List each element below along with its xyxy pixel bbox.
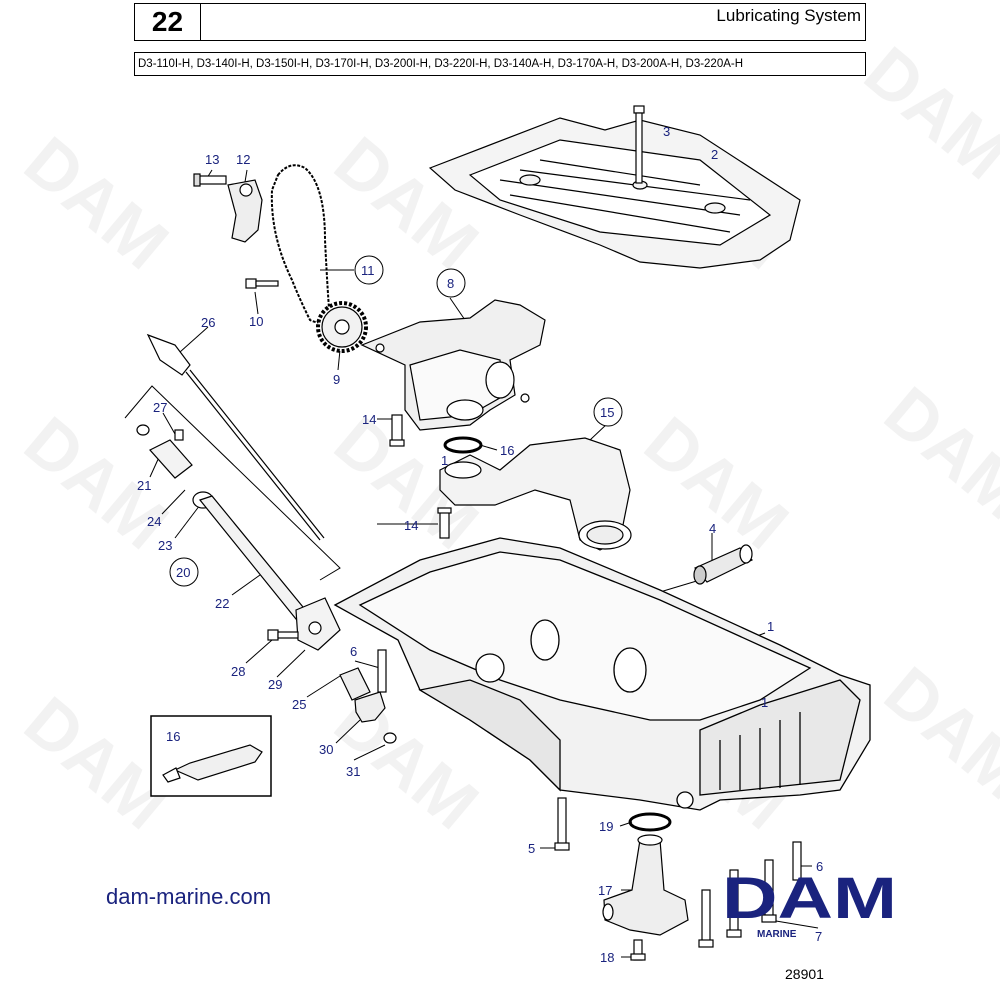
oil-level-sensor — [602, 834, 689, 936]
dam-marine-logo: DAM MARINE — [722, 866, 897, 940]
callout-label: 14 — [404, 518, 418, 533]
callout-label: 1 — [767, 619, 774, 634]
logo-subtext: MARINE — [757, 929, 797, 940]
stud — [377, 649, 387, 693]
bolt — [630, 939, 646, 961]
bolt — [437, 507, 452, 539]
callout-label: 13 — [205, 152, 219, 167]
callout-label: 5 — [528, 841, 535, 856]
o-ring — [628, 812, 672, 832]
oil-pump-sprocket — [316, 301, 368, 353]
drain-plug-parts — [339, 667, 397, 744]
callout-label: 23 — [158, 538, 172, 553]
bolt — [633, 105, 645, 184]
drive-chain — [270, 164, 332, 324]
oil-filter — [693, 544, 754, 585]
callout-label: 14 — [362, 412, 376, 427]
callout-label: 30 — [319, 742, 333, 757]
callout-label: 8 — [447, 276, 454, 291]
callout-label: 1 — [761, 695, 768, 710]
callout-label: 24 — [147, 514, 161, 529]
watermark-text: DAM — [10, 122, 182, 284]
callout-label: 18 — [600, 950, 614, 965]
callout-label: 19 — [599, 819, 613, 834]
callout-label: 6 — [816, 859, 823, 874]
callout-label: 20 — [176, 565, 190, 580]
pickup-pipe — [439, 436, 632, 551]
callout-label: 31 — [346, 764, 360, 779]
oil-pump — [360, 299, 546, 431]
sealant-tube — [173, 744, 263, 781]
watermark-text: DAM — [320, 122, 492, 284]
page-title: Lubricating System — [716, 6, 861, 25]
chain-tensioner — [193, 173, 263, 243]
callout-label: 21 — [137, 478, 151, 493]
title-box: Lubricating System — [200, 3, 866, 41]
callout-label: 16 — [500, 443, 514, 458]
website-link[interactable]: dam-marine.com — [106, 884, 272, 909]
callout-label: 15 — [600, 405, 614, 420]
watermark-text: DAM — [630, 402, 802, 564]
callout-circles — [169, 255, 623, 587]
callout-label: 22 — [215, 596, 229, 611]
callout-label: 7 — [815, 929, 822, 944]
callout-label: 25 — [292, 697, 306, 712]
callout-label: 6 — [350, 644, 357, 659]
bolt — [245, 278, 279, 289]
callout-labels: 1 1 1 2 3 4 5 6 6 7 8 9 10 11 12 13 14 1… — [137, 124, 823, 965]
callout-label: 26 — [201, 315, 215, 330]
callout-label: 17 — [598, 883, 612, 898]
kit-frame — [124, 385, 341, 581]
callout-label: 9 — [333, 372, 340, 387]
callout-label: 11 — [361, 263, 375, 278]
logo-text: DAM — [722, 866, 897, 931]
watermark-text: DAM — [850, 32, 1000, 194]
callout-label: 3 — [663, 124, 670, 139]
section-number: 22 — [134, 3, 201, 41]
bolt — [389, 414, 405, 447]
callout-label: 10 — [249, 314, 263, 329]
callout-label: 2 — [711, 147, 718, 162]
callout-label: 28 — [231, 664, 245, 679]
oil-sump — [333, 537, 871, 811]
watermark-text: DAM — [870, 652, 1000, 814]
callout-label: 4 — [709, 521, 716, 536]
callout-label: 12 — [236, 152, 250, 167]
dipstick-tube — [136, 424, 341, 651]
callout-label: 29 — [268, 677, 282, 692]
callout-label: 1 — [441, 453, 448, 468]
bolt — [267, 629, 299, 641]
dipstick — [146, 333, 325, 541]
reference-number: 28901 — [785, 966, 824, 982]
sealant-inset — [150, 715, 272, 797]
watermark-text: DAM — [10, 402, 182, 564]
model-list: D3-110I-H, D3-140I-H, D3-150I-H, D3-170I… — [134, 52, 866, 76]
callout-label: 27 — [153, 400, 167, 415]
bolt — [554, 797, 570, 851]
callout-label: 16 — [166, 729, 180, 744]
baffle-plate — [428, 117, 801, 269]
sump-bolts — [698, 841, 802, 948]
watermark-text: DAM — [870, 372, 1000, 534]
